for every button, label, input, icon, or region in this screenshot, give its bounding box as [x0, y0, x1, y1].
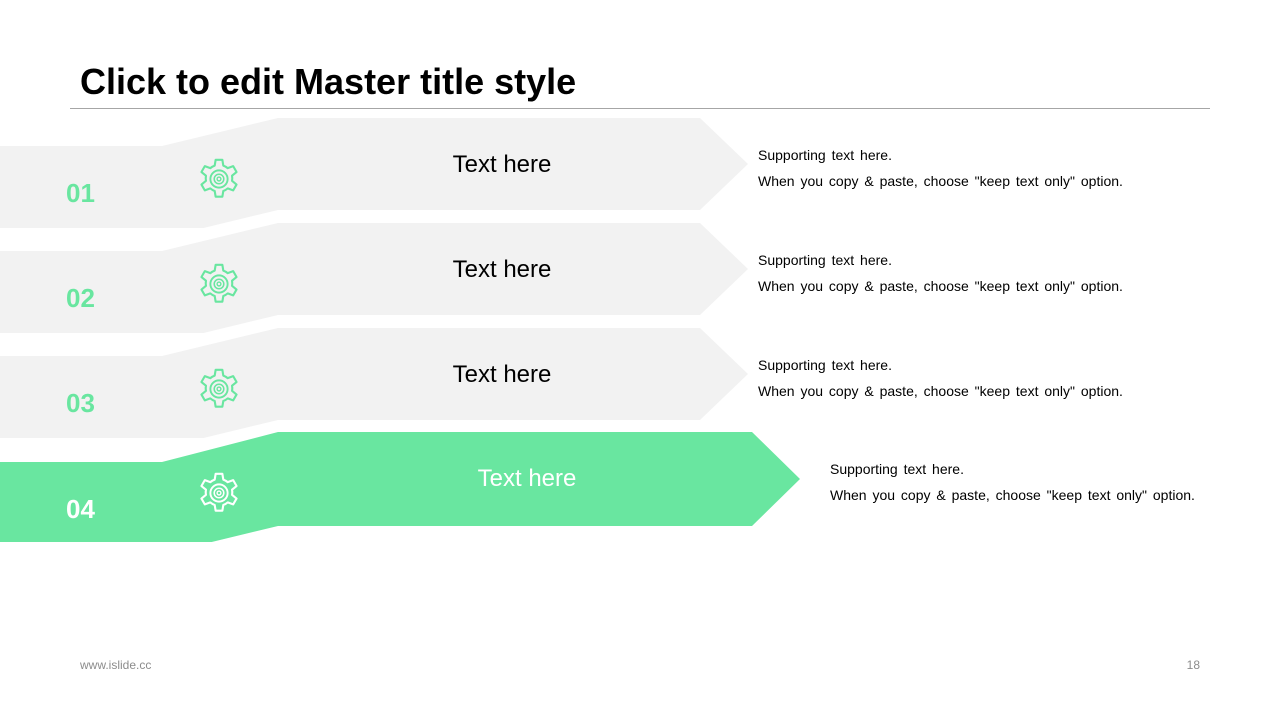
supporting-text: Supporting text here. When you copy & pa… [758, 247, 1123, 299]
supporting-line-1: Supporting text here. [830, 461, 964, 477]
supporting-line-1: Supporting text here. [758, 147, 892, 163]
slide-title: Click to edit Master title style [80, 61, 577, 102]
gear-icon [196, 156, 242, 202]
supporting-line-1: Supporting text here. [758, 357, 892, 373]
step-arrow-shape [0, 432, 800, 542]
page-number: 18 [1186, 658, 1200, 672]
step-arrow-polygon [0, 118, 748, 228]
supporting-text: Supporting text here. When you copy & pa… [758, 142, 1123, 194]
title-divider [70, 108, 1210, 109]
step-number: 03 [66, 388, 95, 418]
step-label: Text here [452, 151, 552, 178]
supporting-line-2: When you copy & paste, choose "keep text… [758, 278, 1123, 294]
step-label: Text here [477, 465, 577, 492]
step-number: 01 [66, 178, 95, 208]
step-label: Text here [452, 256, 552, 283]
step-arrow-shape [0, 328, 748, 438]
supporting-line-2: When you copy & paste, choose "keep text… [830, 487, 1195, 503]
supporting-line-2: When you copy & paste, choose "keep text… [758, 383, 1123, 399]
supporting-line-2: When you copy & paste, choose "keep text… [758, 173, 1123, 189]
supporting-text: Supporting text here. When you copy & pa… [758, 352, 1123, 404]
step-row-03: 03 Text here Supporting text here. When … [0, 328, 1280, 438]
gear-icon [196, 261, 242, 307]
step-number: 02 [66, 283, 95, 313]
gear-icon [196, 470, 242, 516]
step-arrow-polygon [0, 432, 800, 542]
step-row-01: 01 Text here Supporting text here. When … [0, 118, 1280, 228]
step-label: Text here [452, 361, 552, 388]
gear-icon [196, 366, 242, 412]
supporting-text: Supporting text here. When you copy & pa… [830, 456, 1195, 508]
step-arrow-polygon [0, 223, 748, 333]
supporting-line-1: Supporting text here. [758, 252, 892, 268]
step-arrow-polygon [0, 328, 748, 438]
step-row-02: 02 Text here Supporting text here. When … [0, 223, 1280, 333]
step-row-04: 04 Text here Supporting text here. When … [0, 432, 1280, 542]
step-arrow-shape [0, 118, 748, 228]
step-number: 04 [66, 494, 95, 524]
footer-url: www.islide.cc [80, 658, 152, 672]
step-arrow-shape [0, 223, 748, 333]
